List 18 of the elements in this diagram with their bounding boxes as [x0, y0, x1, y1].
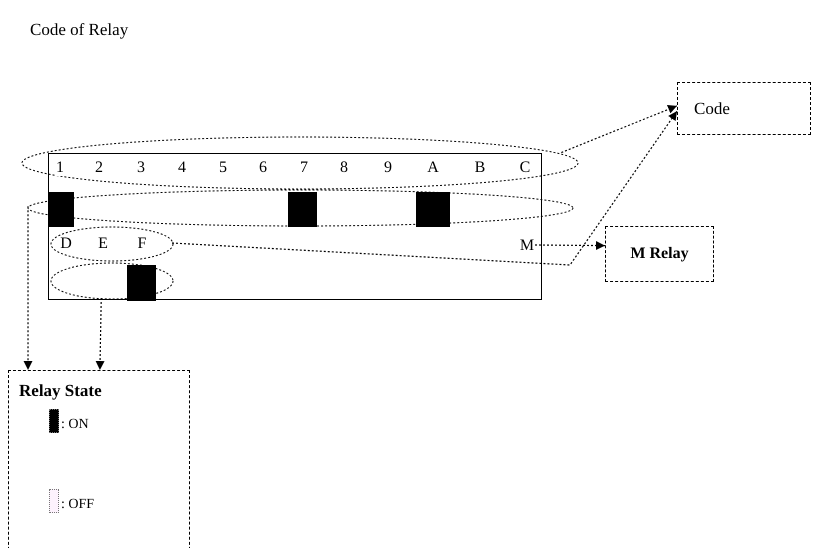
- legend-label: : OFF: [61, 497, 94, 513]
- diagram-title: Code of Relay: [30, 20, 128, 40]
- dotted-arrow: [96, 298, 105, 370]
- dotted-box: [605, 226, 714, 282]
- node-label: M: [520, 237, 534, 255]
- node-label: M Relay: [630, 245, 689, 263]
- dotted-arrow: [24, 206, 33, 370]
- relay-panel: [48, 153, 542, 300]
- legend-label: : ON: [61, 417, 89, 433]
- dotted-arrow: [535, 241, 605, 250]
- relay-code-label: D: [59, 236, 73, 252]
- dotted-arrow: [561, 105, 678, 154]
- dotted-box: [8, 370, 190, 548]
- dotted-arrow: [172, 110, 678, 266]
- dotted-box: [677, 82, 811, 135]
- relay-code-label: 1: [55, 160, 65, 176]
- legend-title: Relay State: [19, 381, 102, 401]
- node-label: Code: [694, 98, 730, 118]
